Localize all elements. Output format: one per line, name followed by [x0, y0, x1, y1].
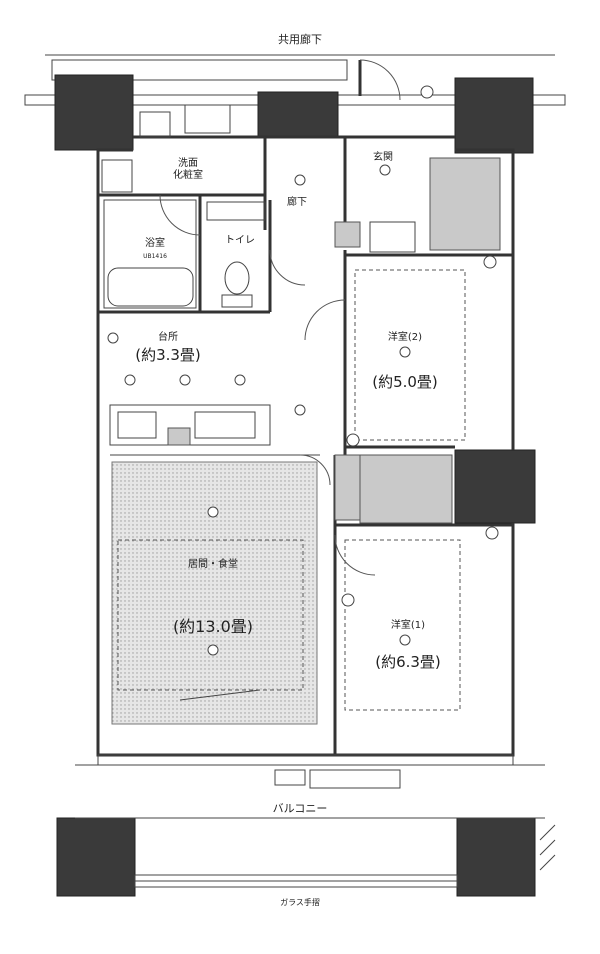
- pillar-right-mid: [454, 449, 536, 524]
- fixture-marker: [234, 374, 246, 386]
- door-swing-west2: [304, 299, 346, 341]
- bath-label: 浴室: [145, 236, 165, 249]
- kitchen-pantry: [167, 427, 191, 446]
- bath-area: [103, 199, 197, 309]
- entrance-label: 玄関: [373, 150, 393, 163]
- toilet-cabinet: [206, 201, 266, 221]
- hall-closet: [369, 221, 416, 253]
- fixture-marker: [294, 404, 306, 416]
- west1-closet: [359, 454, 453, 524]
- toilet-tank: [221, 294, 253, 308]
- kitchen-size: (約3.3畳): [135, 346, 201, 364]
- multi-unit: [309, 769, 401, 789]
- fixture-marker: [379, 164, 391, 176]
- pillar-bottom-left: [56, 817, 136, 897]
- balcony-hatch-3: [539, 854, 556, 871]
- washroom-label: 洗面化粧室: [173, 157, 203, 181]
- washing-machine: [139, 111, 171, 138]
- top-parapet: [51, 59, 348, 81]
- balcony-hatch-1: [539, 824, 556, 841]
- west2-ceiling-dash: [354, 269, 466, 441]
- door-swing-toilet: [269, 249, 306, 286]
- fixture-marker: [399, 634, 411, 646]
- door-swing-bath: [159, 194, 201, 236]
- pillar-top-right: [454, 77, 534, 154]
- living-ceiling-dash: [117, 539, 304, 691]
- living-label: 居間・食堂: [188, 557, 238, 570]
- corridor-label: 共用廊下: [278, 32, 322, 46]
- wash-cabinet: [101, 159, 133, 193]
- door-swing-living: [334, 534, 376, 576]
- fixture-marker: [207, 506, 219, 518]
- hall-label: 廊下: [287, 195, 307, 208]
- pillar-top-mid: [257, 91, 339, 138]
- fixture-marker: [294, 174, 306, 186]
- west1-ceiling-dash: [344, 539, 461, 711]
- hall-storage: [334, 221, 361, 248]
- living-floor: [111, 461, 318, 725]
- kitchen-sink: [194, 411, 256, 439]
- glass-rail-label: ガラス手摺: [280, 897, 320, 907]
- toilet-label: トイレ: [225, 235, 255, 246]
- fixture-marker: [124, 374, 136, 386]
- fixture-marker: [341, 593, 355, 607]
- kitchen-stove: [117, 411, 157, 439]
- fixture-marker: [346, 433, 360, 447]
- fixture-marker: [399, 346, 411, 358]
- outdoor-unit: [274, 769, 306, 786]
- fixture-marker: [179, 374, 191, 386]
- fixture-marker: [420, 85, 434, 99]
- western1-size: (約6.3畳): [375, 653, 441, 671]
- bath-code: UB1416: [143, 253, 167, 260]
- fixture-marker: [107, 332, 119, 344]
- living-size: (約13.0畳): [173, 617, 253, 636]
- living-hatch-a: [179, 689, 261, 701]
- balcony-label: バルコニー: [273, 802, 328, 815]
- door-swing-kitchen: [299, 454, 331, 486]
- fixture-marker: [485, 526, 499, 540]
- exterior-wall-right: [455, 148, 515, 450]
- balcony-hatch-2: [539, 839, 556, 856]
- pillar-bottom-right: [456, 817, 536, 897]
- western2-size: (約5.0畳): [372, 373, 438, 391]
- toilet-bowl: [224, 261, 250, 295]
- fixture-marker: [207, 644, 219, 656]
- kitchen-label: 台所: [158, 330, 178, 343]
- entrance-door-swing: [359, 59, 401, 101]
- fixture-marker: [483, 255, 497, 269]
- pillar-top-left: [54, 74, 134, 151]
- bathtub: [107, 267, 194, 307]
- western2-label: 洋室(2): [388, 330, 422, 343]
- western1-label: 洋室(1): [391, 618, 425, 631]
- washbasin: [184, 104, 231, 134]
- storage-small: [334, 454, 361, 521]
- shoe-storage: [429, 157, 501, 251]
